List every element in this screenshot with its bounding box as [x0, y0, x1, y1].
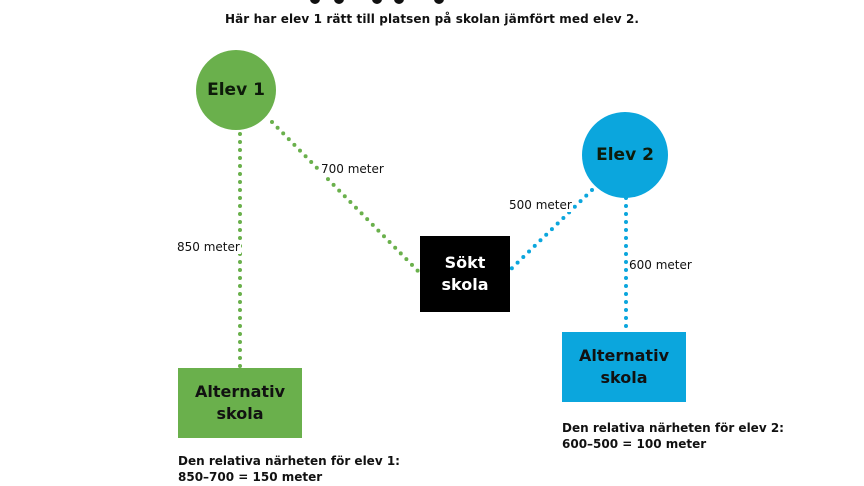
- diagram-subtitle: Här har elev 1 rätt till platsen på skol…: [224, 12, 640, 26]
- elev1-label: Elev 1: [207, 80, 265, 100]
- line-elev1-sokt: [270, 120, 420, 273]
- elev2-node: Elev 2: [582, 112, 668, 198]
- title-fragment: [300, 0, 620, 4]
- distance-elev2-alt: 600 meter: [628, 258, 693, 272]
- sokt-skola-node: Sökt skola: [420, 236, 510, 312]
- alt-skola-2-label-2: skola: [600, 368, 648, 387]
- distance-elev2-sokt: 500 meter: [508, 198, 573, 212]
- note-elev1-line1: Den relativa närheten för elev 1:: [178, 454, 400, 468]
- note-elev1-line2: 850–700 = 150 meter: [178, 470, 323, 484]
- note-elev1: Den relativa närheten för elev 1: 850–70…: [178, 453, 400, 485]
- alt-skola-2-node: Alternativ skola: [562, 332, 686, 402]
- alt-skola-1-label-2: skola: [216, 404, 264, 423]
- sokt-skola-label-1: Sökt: [444, 253, 486, 272]
- sokt-skola-label-2: skola: [441, 275, 489, 294]
- distance-elev1-alt: 850 meter: [176, 240, 241, 254]
- note-elev2: Den relativa närheten för elev 2: 600–50…: [562, 420, 784, 452]
- alt-skola-2-label-1: Alternativ: [578, 346, 669, 365]
- note-elev2-line2: 600–500 = 100 meter: [562, 437, 707, 451]
- elev1-node: Elev 1: [196, 50, 276, 130]
- alt-skola-1-label-1: Alternativ: [194, 382, 285, 401]
- alt-skola-1-node: Alternativ skola: [178, 368, 302, 438]
- note-elev2-line1: Den relativa närheten för elev 2:: [562, 421, 784, 435]
- distance-elev1-sokt: 700 meter: [320, 162, 385, 176]
- elev2-label: Elev 2: [596, 145, 654, 165]
- line-elev2-sokt: [506, 188, 594, 274]
